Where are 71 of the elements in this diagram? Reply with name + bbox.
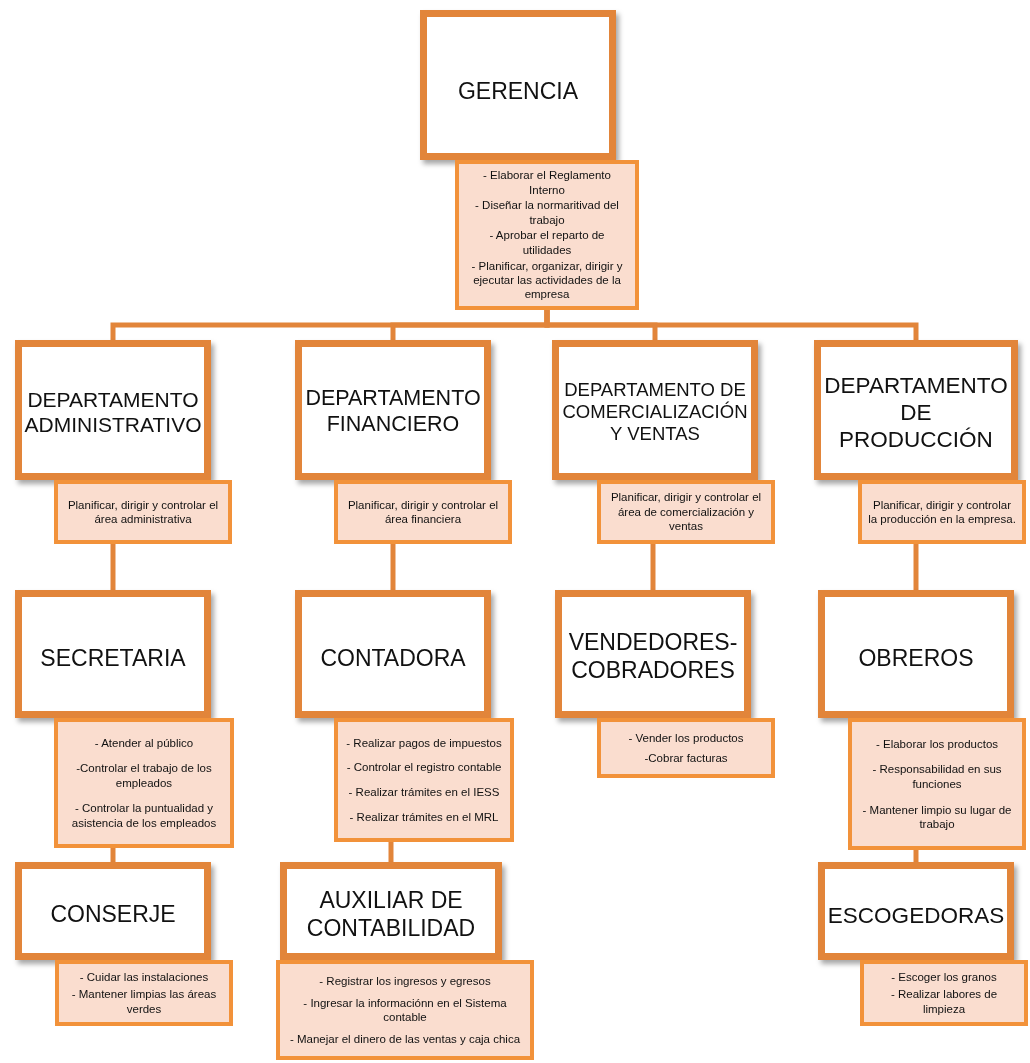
duty-text: - Manejar el dinero de las ventas y caja chica [289, 1031, 521, 1046]
role-title: VENDEDORES-COBRADORES [567, 628, 739, 685]
duties-note [597, 480, 775, 544]
role-box [280, 862, 502, 960]
duties-note [334, 718, 514, 842]
connector-line [650, 544, 656, 590]
role-box [420, 10, 616, 160]
duty-text: - Aprobar el reparto de utilidades [488, 228, 606, 258]
role-title: CONSERJE [49, 900, 177, 930]
duties-note [54, 718, 234, 848]
role-title: CONTADORA [319, 644, 467, 674]
duty-text: - Ingresar la informaciónn en el Sistema contable [302, 995, 508, 1025]
role-box [295, 590, 491, 718]
role-title: OBREROS [857, 644, 975, 674]
duty-text: - Diseñar la normaritivad del trabajo [474, 198, 620, 228]
role-title: GERENCIA [456, 77, 580, 107]
role-title: DEPARTAMENTO DE COMERCIALIZACIÓN Y VENTAS [561, 377, 749, 447]
role-box [555, 590, 751, 718]
role-title: DEPARTAMENTO ADMINISTRATIVO [23, 386, 203, 438]
role-box [295, 340, 491, 480]
role-box [15, 590, 211, 718]
role-box [818, 862, 1014, 960]
duty-text: - Cuidar las instalaciones [79, 969, 209, 985]
role-title: DEPARTAMENTO FINANCIERO [304, 385, 482, 438]
connector-line [388, 842, 394, 862]
duties-note [860, 960, 1028, 1026]
duty-text: - Escoger los granos [891, 969, 997, 985]
connector-line [390, 544, 396, 590]
duties-note [276, 960, 534, 1060]
role-title: AUXILIAR DE CONTABILIDAD [305, 886, 477, 943]
role-title: SECRETARIA [39, 644, 187, 674]
connector-line [110, 544, 116, 590]
duty-text: - Elaborar el Reglamento Interno [482, 168, 612, 198]
duties-note [858, 480, 1026, 544]
connector-line [913, 544, 919, 590]
duties-note [848, 718, 1026, 850]
duties-note [334, 480, 512, 544]
duty-text: - Realizar trámites en el IESS [348, 785, 500, 800]
role-title: ESCOGEDORAS [826, 901, 1006, 930]
duty-text: Planificar, dirigir y controlar la producción en la empresa. [868, 497, 1016, 527]
duty-text: - Atender al público [94, 736, 194, 751]
duty-text: - Controlar la puntualidad y asistencia de los empleados [70, 801, 218, 830]
duties-note [455, 160, 639, 310]
duty-text: - Realizar pagos de impuestos [346, 735, 502, 750]
duties-note [54, 480, 232, 544]
duty-text: - Responsabilidad en sus funciones [871, 762, 1003, 792]
duty-text: - Realizar trámites en el MRL [349, 810, 499, 825]
duty-text: - Vender los productos [628, 730, 744, 746]
connector-line [110, 848, 116, 862]
duty-text: - Registrar los ingresos y egresos [319, 974, 491, 989]
duty-text: -Cobrar facturas [644, 750, 728, 766]
duty-text: Planificar, dirigir y controlar el área financiera [346, 497, 500, 527]
duty-text: - Mantener limpias las áreas verdes [70, 987, 218, 1017]
duties-note [55, 960, 233, 1026]
duty-text: Planificar, dirigir y controlar el área de comercialización y ventas [609, 490, 763, 534]
duty-text: - Realizar labores de limpieza [889, 987, 999, 1017]
role-box [818, 590, 1014, 718]
duty-text: -Controlar el trabajo de los empleados [75, 761, 213, 791]
connector-line [913, 850, 919, 862]
duties-note [597, 718, 775, 778]
connector-line [544, 310, 919, 340]
duty-text: - Mantener limpio su lugar de trabajo [861, 802, 1013, 832]
role-box [552, 340, 758, 480]
duty-text: - Controlar el registro contable [346, 760, 502, 775]
role-box [15, 862, 211, 960]
duty-text: - Planificar, organizar, dirigir y ejecutar las actividades de la empresa [470, 258, 624, 302]
role-box [15, 340, 211, 480]
role-box [814, 340, 1018, 480]
duty-text: - Elaborar los productos [875, 736, 999, 751]
role-title: DEPARTAMENTO DE PRODUCCIÓN [823, 371, 1009, 454]
duty-text: Planificar, dirigir y controlar el área administrativa [66, 497, 220, 527]
